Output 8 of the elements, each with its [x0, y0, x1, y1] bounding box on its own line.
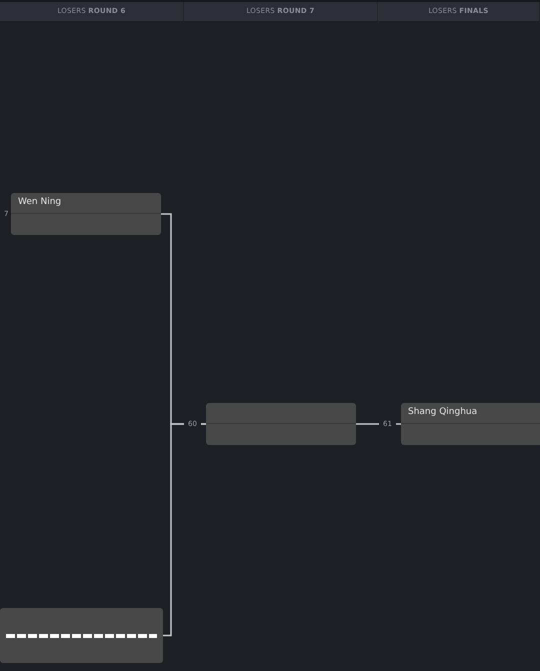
match-box	[401, 403, 540, 445]
bracket-connector	[163, 423, 206, 636]
match-box	[206, 403, 356, 445]
match-box	[11, 193, 161, 235]
bracket-connector	[356, 423, 401, 425]
player-name: Wen Ning	[18, 196, 62, 210]
player-name: Shang Qinghua	[408, 406, 478, 420]
match-box	[0, 608, 163, 663]
